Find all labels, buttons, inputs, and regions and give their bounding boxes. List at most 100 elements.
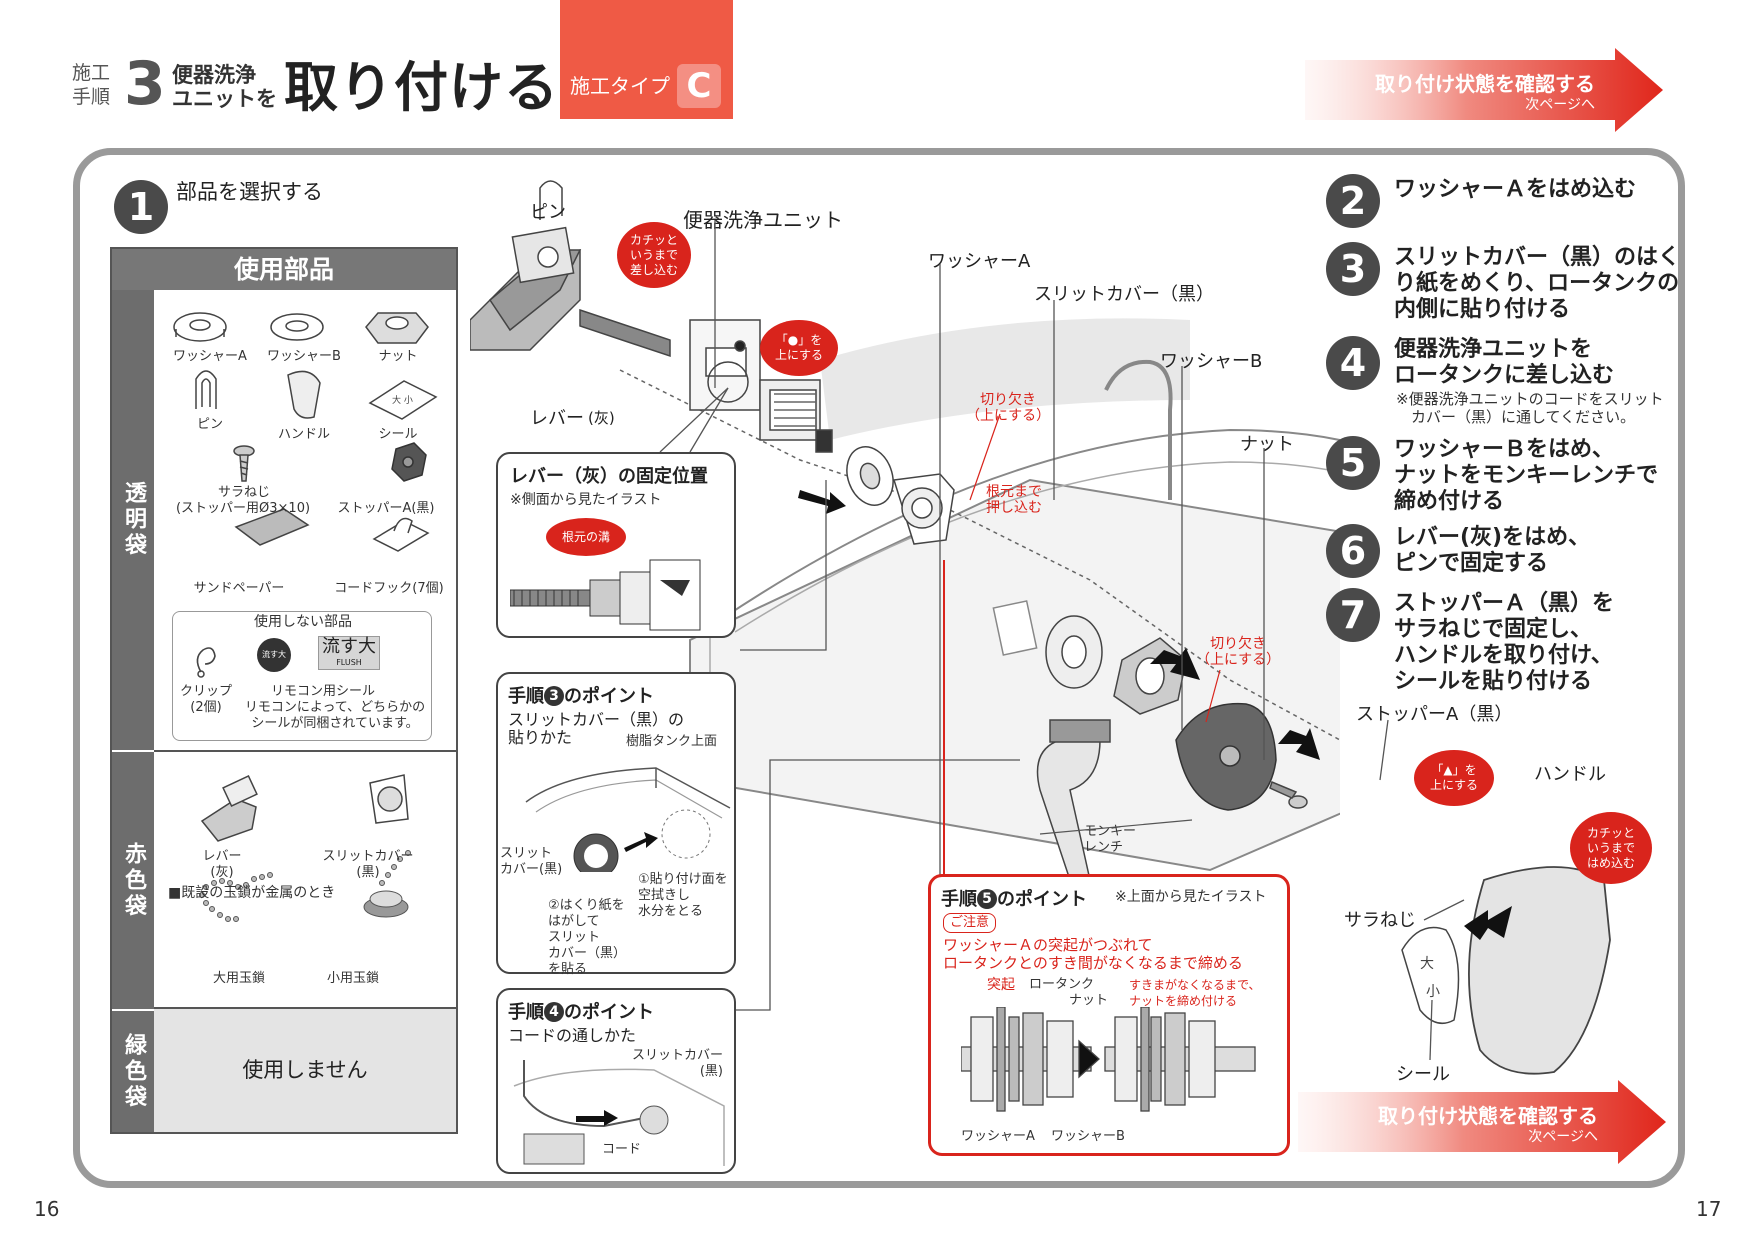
callout-step5-prefix: 手順 — [941, 889, 977, 910]
red-bag-note: ■既設の玉鎖が金属のとき — [168, 885, 336, 901]
clip-icon — [196, 647, 216, 678]
divider — [154, 1007, 456, 1009]
callout-step3-note2: ②はくり紙を はがして スリット カバー（黒） を貼る — [548, 898, 627, 977]
screw-diagram — [1269, 780, 1308, 809]
label-slit-cover-small: スリット カバー(黒) — [500, 846, 563, 877]
next-arrow-icon — [1305, 48, 1663, 132]
step-line: レバー(灰)をはめ、 — [1394, 525, 1591, 550]
seal-icon: 大 小 — [368, 380, 438, 420]
label-flush-unit: 便器洗浄ユニット — [683, 208, 843, 232]
step1-text: 部品を選択する — [176, 180, 323, 204]
label-notch-up-2: 切り欠き （上にする） — [1196, 636, 1281, 668]
bubble-triangle-up: 「▲」を 上にする — [1414, 750, 1494, 806]
red-part-slit-sub: (黒) — [356, 865, 380, 880]
step-line: ナットをモンキーレンチで — [1394, 463, 1659, 488]
unused-note-2: シールが同梱されています。 — [251, 716, 419, 731]
step-line: ロータンクに差し込む — [1394, 363, 1615, 388]
label-washer-a: ワッシャーA — [928, 251, 1031, 272]
header-sub-2: ユニットを — [172, 87, 277, 111]
label-protrusion: 突起 — [987, 977, 1015, 993]
callout-step5-warn2: ロータンクとのすき間がなくなるまで締める — [943, 954, 1243, 972]
part-label-screw: サラねじ — [217, 485, 270, 500]
callout-lever-position: レバー（灰）の固定位置 ※側面から見たイラスト 根元の溝 — [496, 452, 736, 638]
unused-clip-label: クリップ — [179, 684, 232, 699]
part-label-cord-hook: コードフック(7個) — [334, 581, 444, 596]
handle-icon — [287, 370, 321, 419]
construction-type-letter: C — [677, 64, 721, 108]
divider — [154, 750, 456, 752]
label-notch-up-1: 切り欠き （上にする） — [966, 392, 1051, 424]
stopper-a-icon — [391, 442, 427, 482]
step-number: 2 — [1326, 174, 1380, 228]
page-number-right: 17 — [1696, 1197, 1722, 1221]
sandpaper-icon — [234, 508, 310, 546]
step-line: り紙をめくり、ロータンクの — [1394, 271, 1680, 296]
parts-table-header: 使用部品 — [112, 249, 456, 290]
unused-parts-title: 使用しない部品 — [254, 614, 352, 630]
slit-cover-apply-illustration — [525, 767, 731, 872]
next-page-link-top[interactable]: 取り付け状態を確認する 次ページへ — [1305, 48, 1665, 132]
bubble-click-in: カチッと いうまで 差し込む — [617, 222, 691, 288]
label-seal: シール — [1396, 1064, 1450, 1085]
step-line: ピンで固定する — [1394, 551, 1549, 576]
green-bag-text: 使用しません — [242, 1058, 368, 1082]
step-note: カバー（黒）に通してください。 — [1396, 408, 1636, 426]
washer-b-icon — [270, 313, 324, 341]
label-washer-b: ワッシャーB — [1160, 351, 1263, 372]
callout-step5-suffix: のポイント — [997, 889, 1087, 910]
part-label-screw-spec: (ストッパー用Ø3×10) — [175, 501, 311, 516]
caution-badge: ご注意 — [943, 913, 997, 933]
step-line: サラねじで固定し、 — [1394, 617, 1593, 642]
label-slit-cover-small: スリットカバー (黒) — [632, 1048, 724, 1079]
callout-lever-sub: ※側面から見たイラスト — [510, 492, 662, 508]
cord-hook-icon — [372, 517, 430, 552]
step-line: スリットカバー（黒）のはく — [1394, 245, 1681, 270]
label-nut-small: ナット — [1069, 993, 1109, 1008]
label-handle: ハンドル — [1534, 764, 1606, 785]
unused-note-1: リモコンによって、どちらかの — [244, 700, 426, 715]
wrench-illustration — [1036, 719, 1111, 880]
part-label-sandpaper: サンドペーパー — [193, 581, 285, 596]
parts-table: 使用部品 透明袋 赤色袋 緑色袋 — [110, 247, 458, 1134]
next-page-link-bottom[interactable]: 取り付け状態を確認する 次ページへ — [1298, 1080, 1668, 1164]
label-screw: サラねじ — [1344, 910, 1416, 931]
step-note: ※便器洗浄ユニットのコードをスリット — [1396, 390, 1664, 408]
label-washer-a-small: ワッシャーA — [961, 1129, 1035, 1144]
red-bag-parts-illustration — [199, 774, 411, 922]
cross-section-illustration — [961, 1007, 1256, 1112]
callout-step3-num: 3 — [544, 686, 564, 706]
page-number-left: 16 — [34, 1197, 60, 1221]
clear-bag-parts-illustration: 大 小 — [173, 312, 438, 552]
remote-round-sticker: 流す大 — [257, 638, 291, 672]
step-line: シールを貼り付ける — [1394, 669, 1593, 694]
label-lever: レバー — [530, 408, 584, 429]
page-title: 取り付ける — [284, 56, 559, 119]
handle-seal-illustration: 大 小 — [1401, 866, 1611, 1075]
label-push-root: 根元まで 押し込む — [986, 484, 1042, 516]
part-label-washer-b: ワッシャーB — [267, 349, 341, 364]
callout-step3-note1: ①貼り付け面を 空拭きし 水分をとる — [638, 872, 728, 919]
lever-side-illustration — [510, 559, 701, 631]
callout-step3-suffix: のポイント — [564, 686, 654, 707]
slit-cover-diagram — [893, 473, 955, 545]
seal-diagram: 大 小 — [1401, 926, 1460, 1025]
step-number: 3 — [1326, 242, 1380, 296]
step-number: 5 — [1326, 436, 1380, 490]
part-label-washer-a: ワッシャーA — [173, 349, 247, 364]
bubble-handle-click: カチッと いうまで はめ込む — [1570, 812, 1652, 884]
next-page-main: 取り付け状態を確認する — [1378, 1104, 1598, 1128]
part-label-handle: ハンドル — [277, 427, 330, 442]
step-line: ストッパーＡ（黒）を — [1394, 591, 1615, 616]
washer-a-diagram — [846, 446, 894, 506]
sticker-text: 流す大 — [322, 636, 376, 657]
callout-step3-sub2: 貼りかた — [508, 728, 573, 747]
handle-diagram — [1468, 866, 1611, 1075]
large-chain-icon — [199, 872, 273, 922]
construction-type-box: 施工タイプ C — [560, 0, 733, 119]
label-pin: ピン — [530, 202, 566, 223]
label-monkey-wrench: モンキー レンチ — [1084, 824, 1137, 855]
